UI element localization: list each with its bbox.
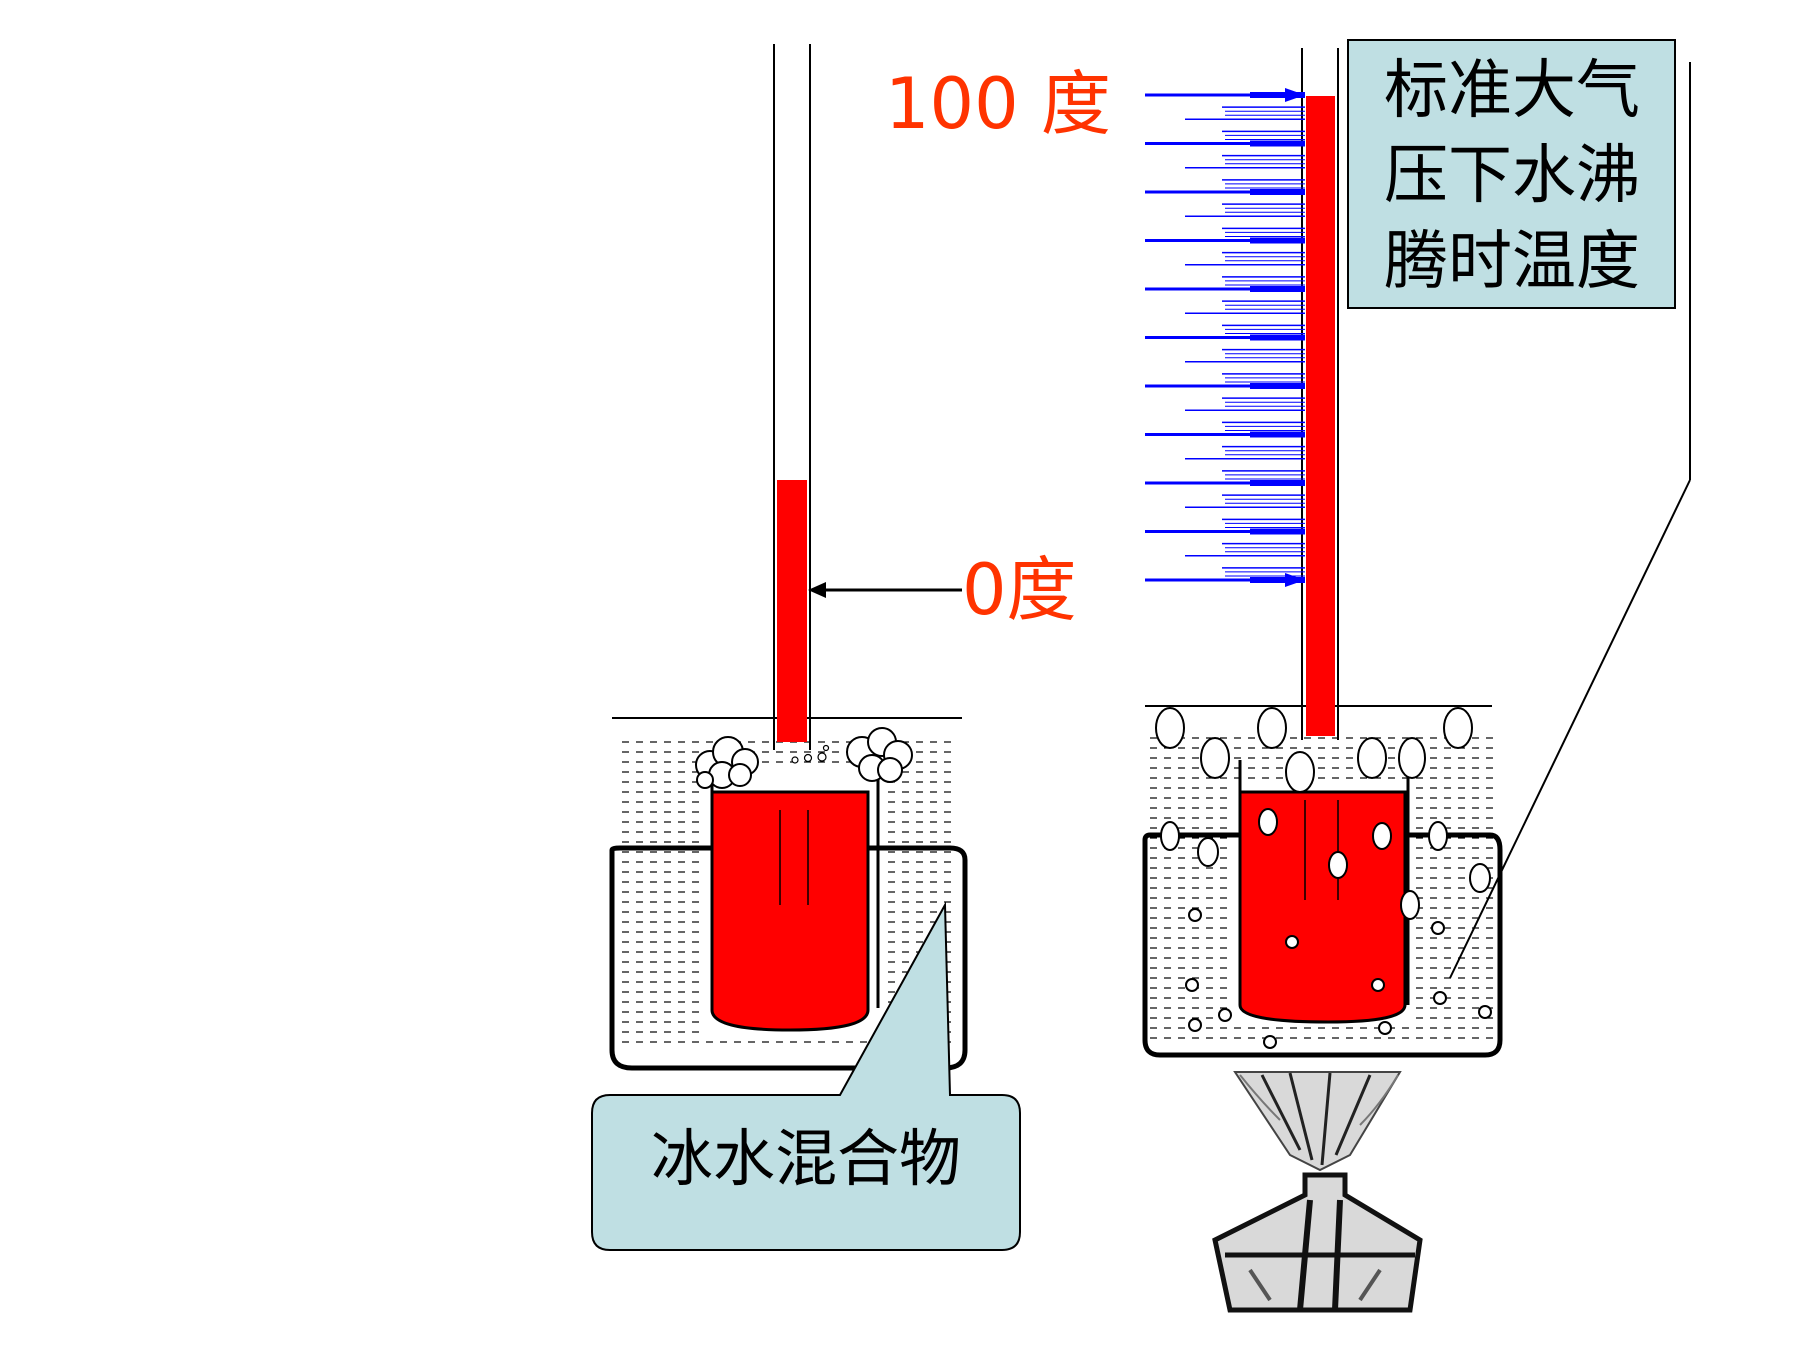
burner-flame-icon xyxy=(1233,1071,1402,1172)
callout-box xyxy=(591,901,1021,1251)
ice-water-texture xyxy=(622,741,951,1043)
mercury-column-left xyxy=(777,480,807,742)
boiling-callout: 标准大气 压下水沸 腾时温度 xyxy=(1347,39,1691,979)
small-bubbles xyxy=(791,744,830,764)
boiling-setup: 100 度 xyxy=(885,48,1503,1313)
inner-beaker-left xyxy=(710,790,870,1032)
boiling-label-line-3: 腾时温度 xyxy=(1384,225,1640,299)
boiling-label-line-2: 压下水沸 xyxy=(1384,139,1640,213)
boiling-bubbles xyxy=(1155,707,1492,1049)
boiling-water-texture xyxy=(1150,737,1493,1039)
callout-pointer xyxy=(1449,479,1691,979)
ice-cloud-left xyxy=(695,736,759,789)
callout-box xyxy=(1347,39,1676,309)
boiling-label-line-1: 标准大气 xyxy=(1384,54,1640,128)
outer-vessel-left xyxy=(609,845,968,1071)
burner-icon xyxy=(1212,1172,1423,1313)
zero-degree-label: 0度 xyxy=(962,549,1077,631)
ice-water-callout: 冰水混合物 xyxy=(591,901,1021,1251)
outer-vessel-right xyxy=(1142,832,1503,1058)
temperature-scale xyxy=(1145,92,1305,583)
zero-arrow-head xyxy=(808,582,826,598)
ice-water-setup: 0度 xyxy=(609,44,1077,1071)
ice-cloud-right xyxy=(846,727,913,783)
inner-beaker-right xyxy=(1238,790,1407,1024)
hundred-degree-label: 100 度 xyxy=(885,63,1111,145)
mercury-column-right xyxy=(1306,96,1335,736)
ice-water-label: 冰水混合物 xyxy=(651,1122,961,1195)
hundred-arrow-head xyxy=(1285,88,1305,102)
zero-scale-arrow-head xyxy=(1285,573,1305,587)
